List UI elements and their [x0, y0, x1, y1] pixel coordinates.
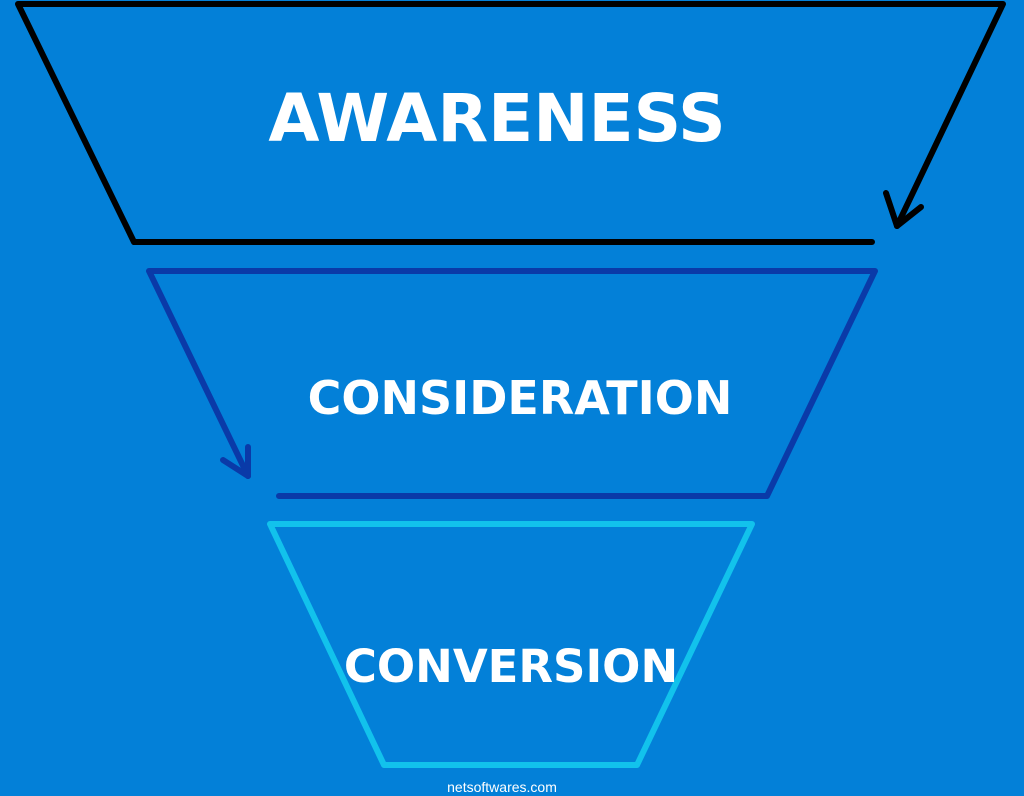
funnel-stage-awareness: AWARENESS	[15, 1, 1006, 245]
consideration-outline	[146, 268, 878, 499]
conversion-label: CONVERSION	[344, 640, 678, 693]
conversion-outline	[267, 521, 755, 768]
consideration-label: CONSIDERATION	[308, 371, 733, 425]
awareness-label: AWARENESS	[268, 80, 725, 157]
funnel-stage-conversion: CONVERSION	[267, 521, 755, 768]
awareness-outline	[15, 1, 1006, 245]
footer-watermark: netsoftwares.com	[447, 779, 557, 795]
funnel-stage-consideration: CONSIDERATION	[146, 268, 878, 499]
consideration-arrowhead-icon	[220, 444, 251, 479]
awareness-arrowhead-icon	[883, 190, 924, 229]
